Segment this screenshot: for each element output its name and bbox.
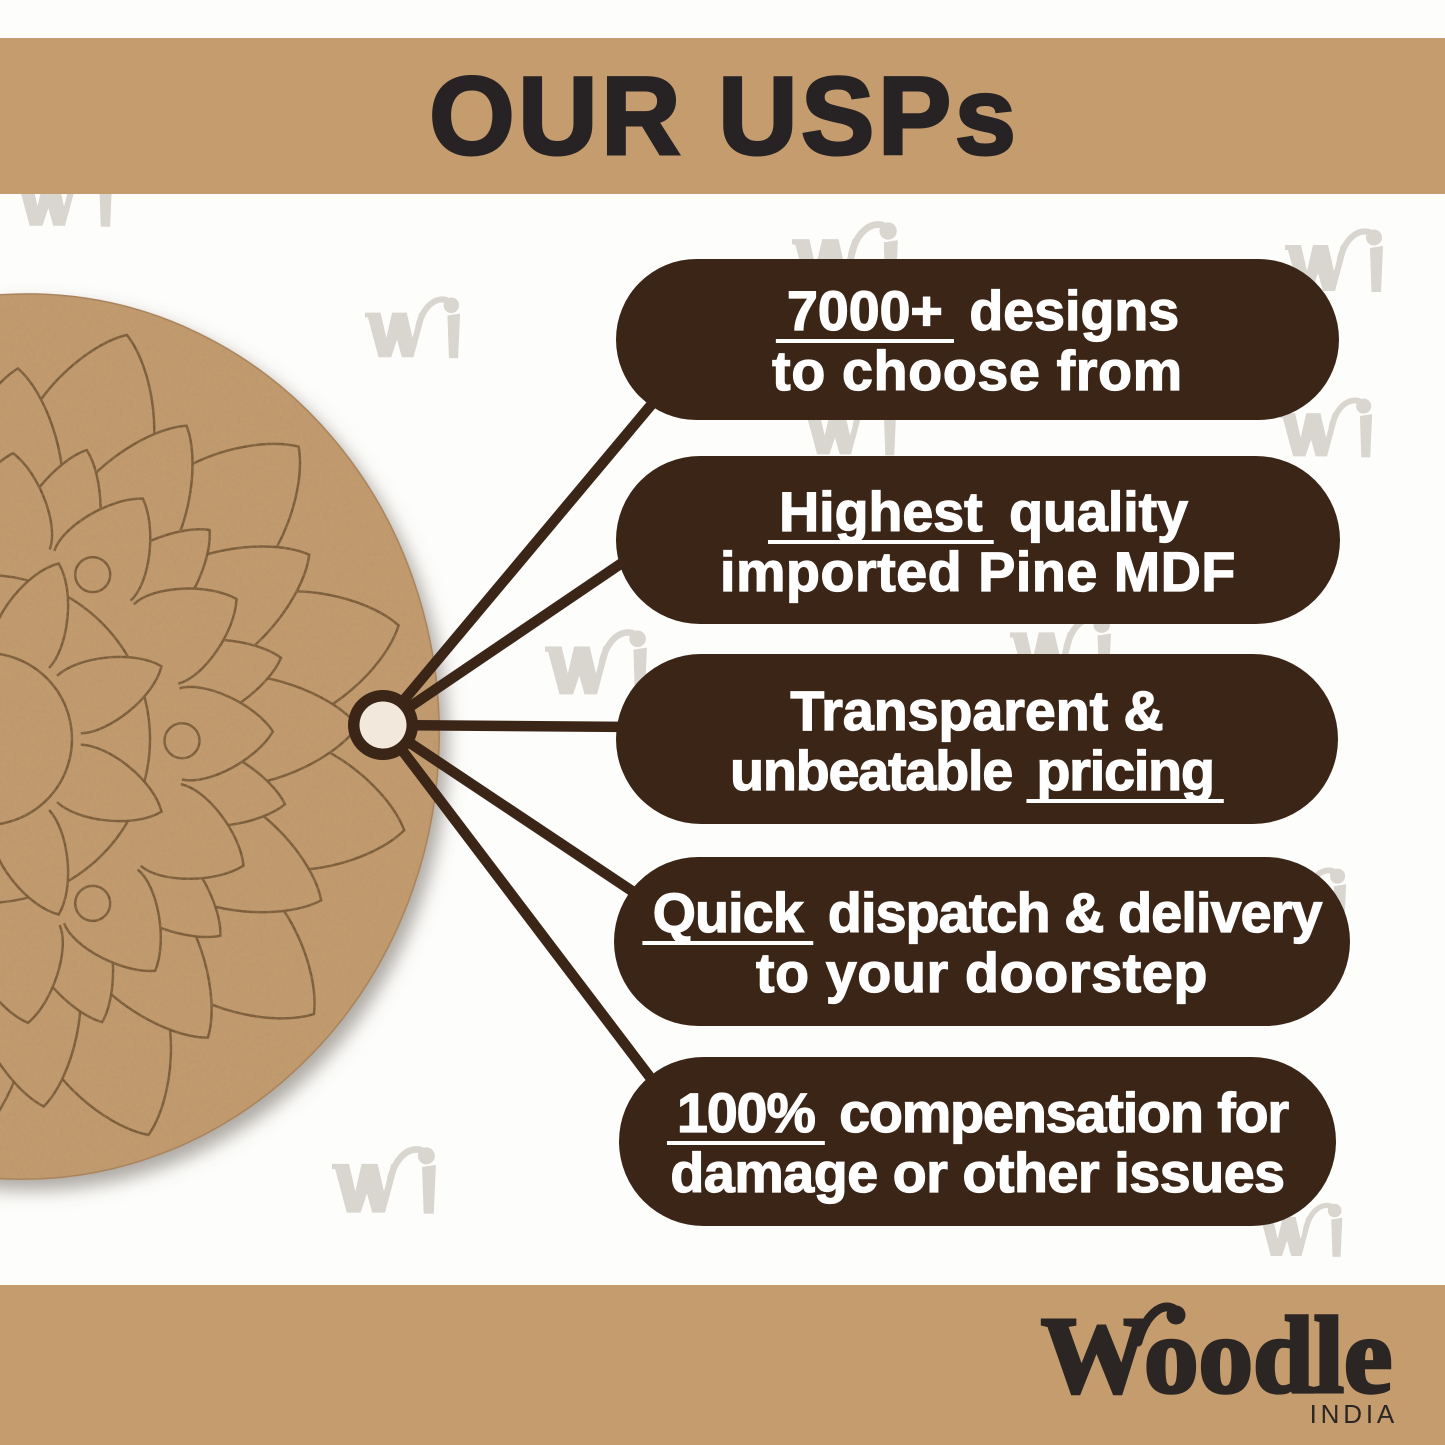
- svg-text:INDIA: INDIA: [1310, 1399, 1398, 1429]
- svg-text:Woodle: Woodle: [1041, 1295, 1392, 1416]
